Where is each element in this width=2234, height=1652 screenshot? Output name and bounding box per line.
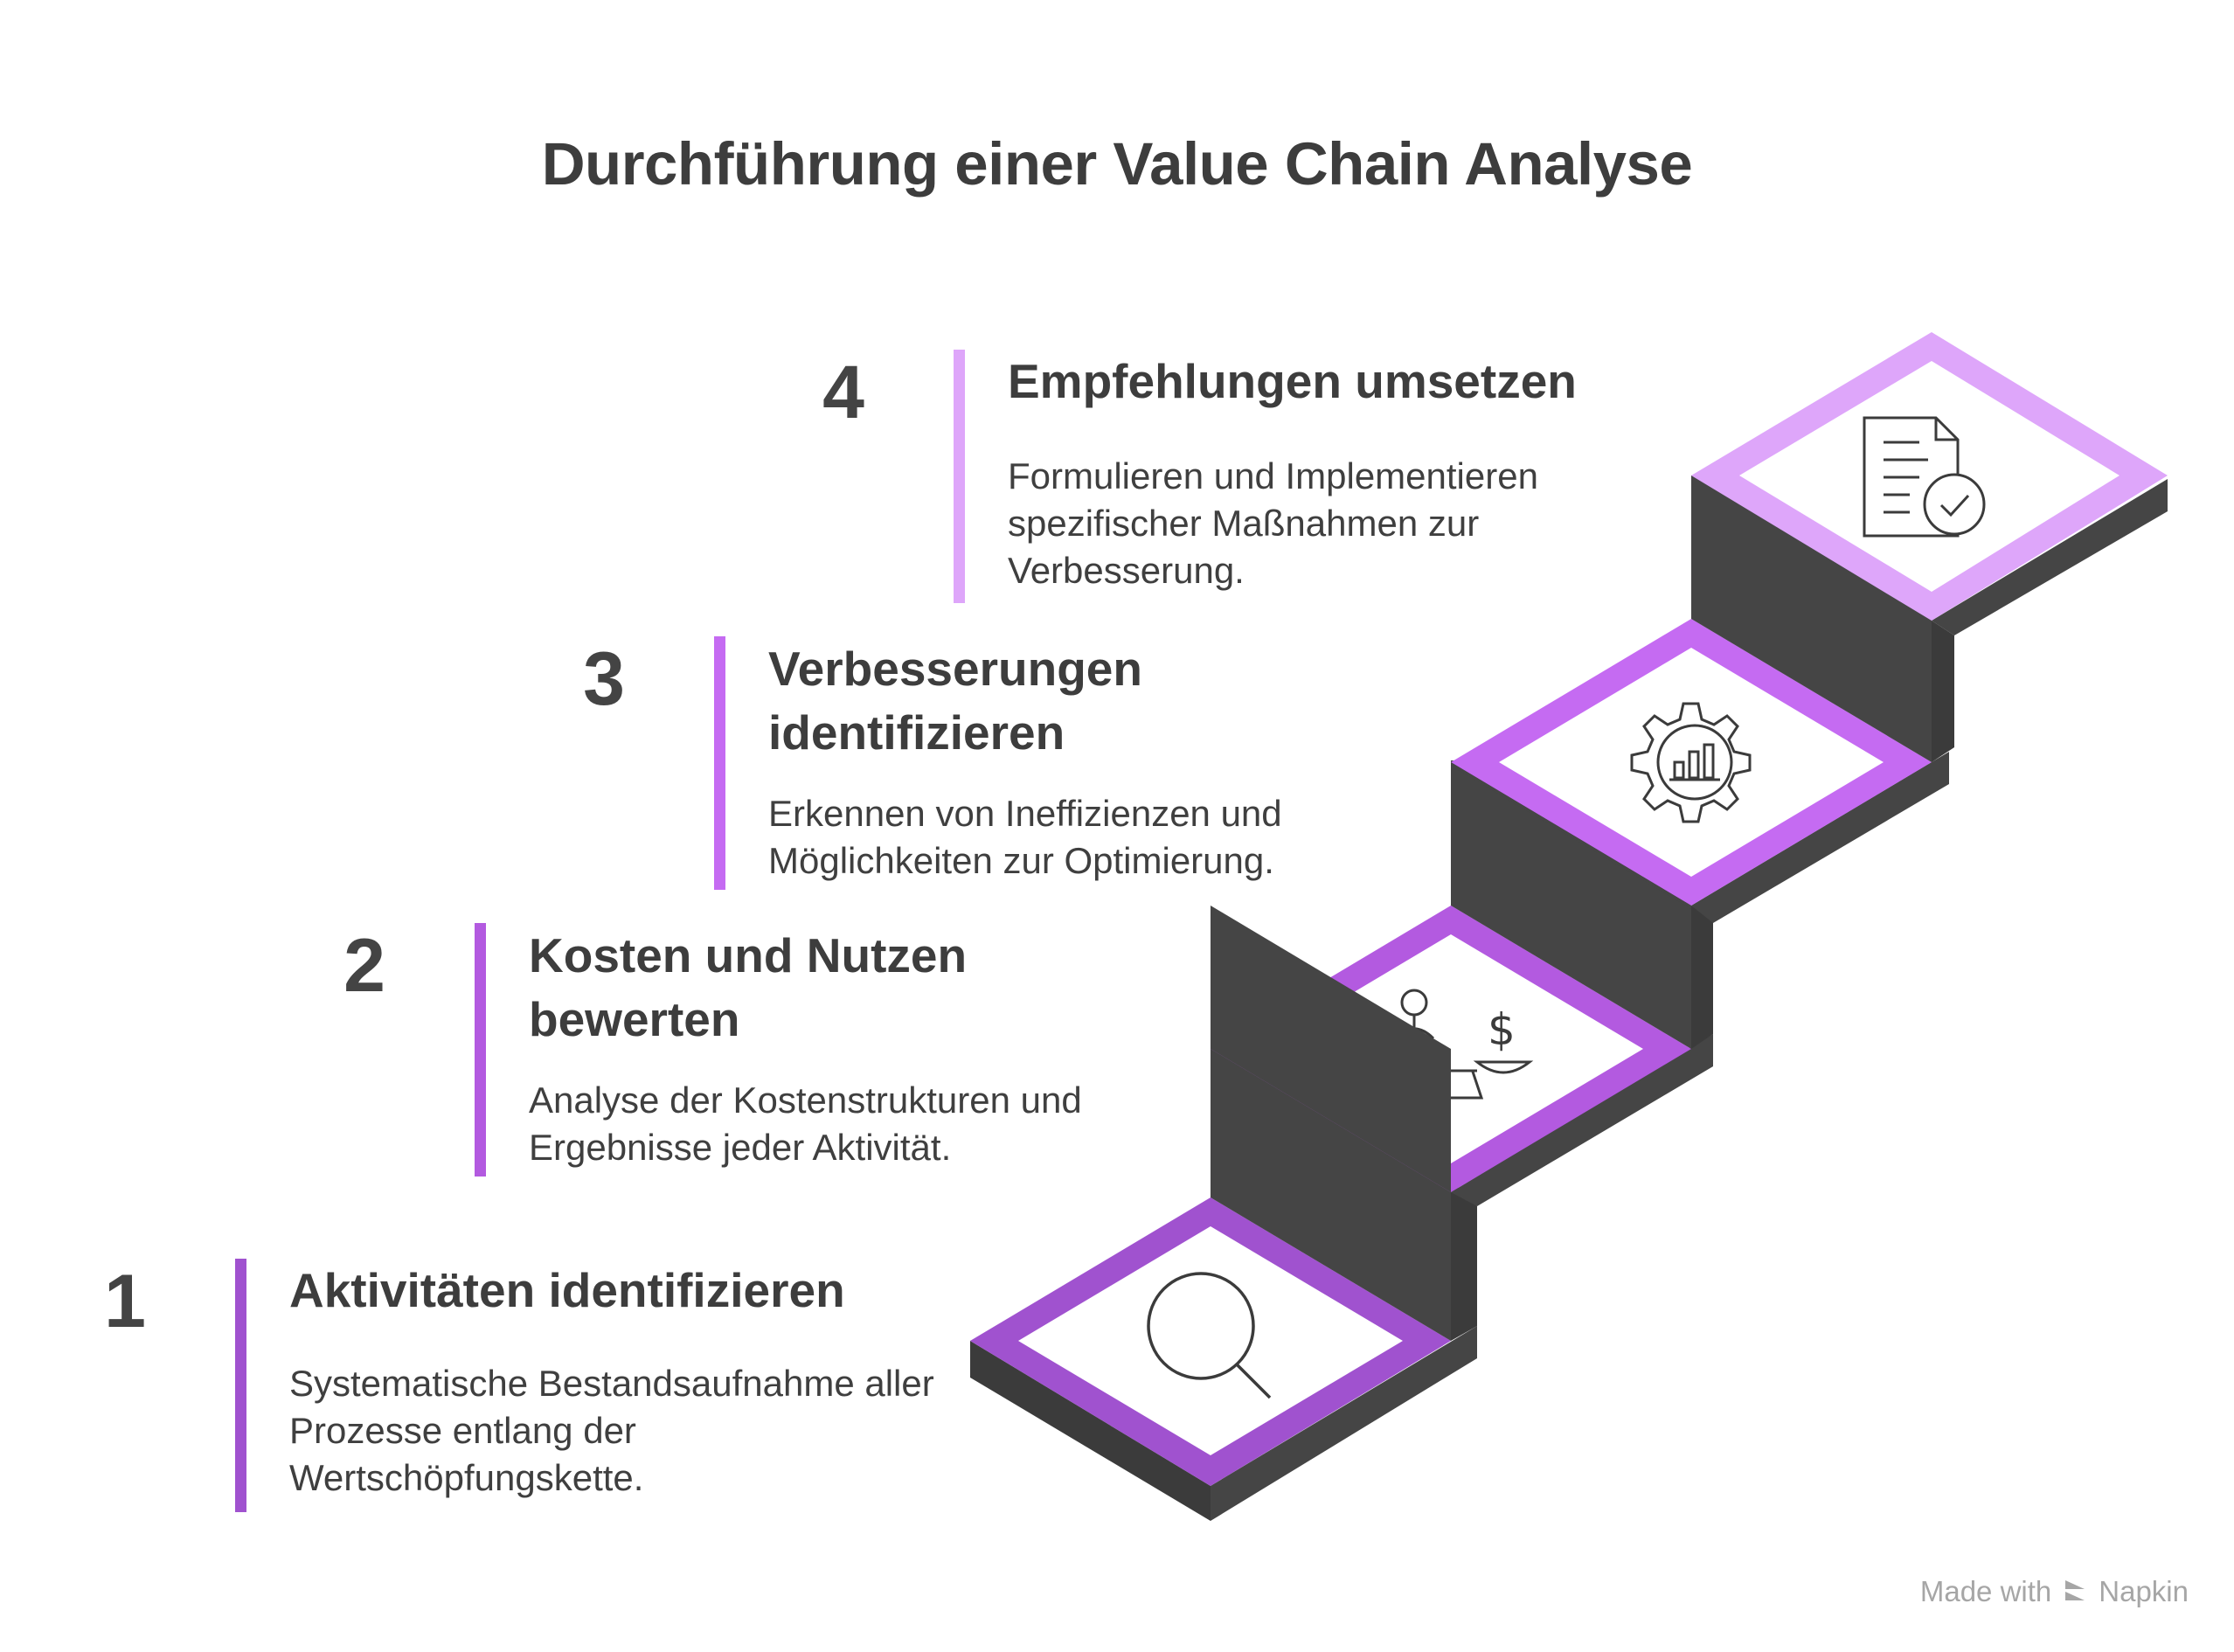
magnifier-icon bbox=[1147, 1272, 1272, 1399]
gear-chart-icon bbox=[1630, 702, 1752, 823]
step-3-number: 3 bbox=[583, 637, 625, 721]
footer-brand: Napkin bbox=[2099, 1575, 2189, 1607]
napkin-logo-icon bbox=[2065, 1580, 2085, 1600]
step-1-description: Systematische Bestandsaufnahme aller Pro… bbox=[289, 1363, 934, 1498]
stair-block-4 bbox=[1691, 332, 2168, 635]
page-title: Durchführung einer Value Chain Analyse bbox=[541, 130, 1693, 198]
balance-scale-icon: $ bbox=[1384, 989, 1534, 1100]
step-4-number: 4 bbox=[822, 351, 864, 434]
stair-block-1 bbox=[970, 1197, 1477, 1521]
svg-text:$: $ bbox=[1488, 1004, 1516, 1055]
step-2-number: 2 bbox=[343, 924, 385, 1008]
footer-made-with: Made with bbox=[1919, 1575, 2052, 1607]
step-4-description: Formulieren und Implementieren spezifisc… bbox=[1008, 455, 1538, 591]
step-3-description: Erkennen von Ineffizienzen und Möglichke… bbox=[768, 793, 1282, 881]
stair-riser-1 bbox=[1211, 1037, 1477, 1341]
step-2-heading: Kosten und Nutzen bewerten bbox=[529, 928, 968, 1046]
made-with-napkin-footer: Made with Napkin bbox=[1920, 1575, 2189, 1608]
step-4-heading: Empfehlungen umsetzen bbox=[1008, 354, 1577, 408]
document-check-icon bbox=[1863, 416, 1986, 538]
step-4-bar bbox=[954, 350, 965, 603]
step-3-heading: Verbesserungen identifizieren bbox=[768, 642, 1142, 760]
step-2-description: Analyse der Kostenstrukturen und Ergebni… bbox=[529, 1079, 1082, 1168]
step-1-bar bbox=[235, 1259, 246, 1512]
step-3-bar bbox=[714, 636, 725, 890]
step-2-bar bbox=[475, 923, 486, 1177]
step-1-number: 1 bbox=[104, 1260, 146, 1343]
step-1-heading: Aktivitäten identifizieren bbox=[289, 1263, 845, 1317]
